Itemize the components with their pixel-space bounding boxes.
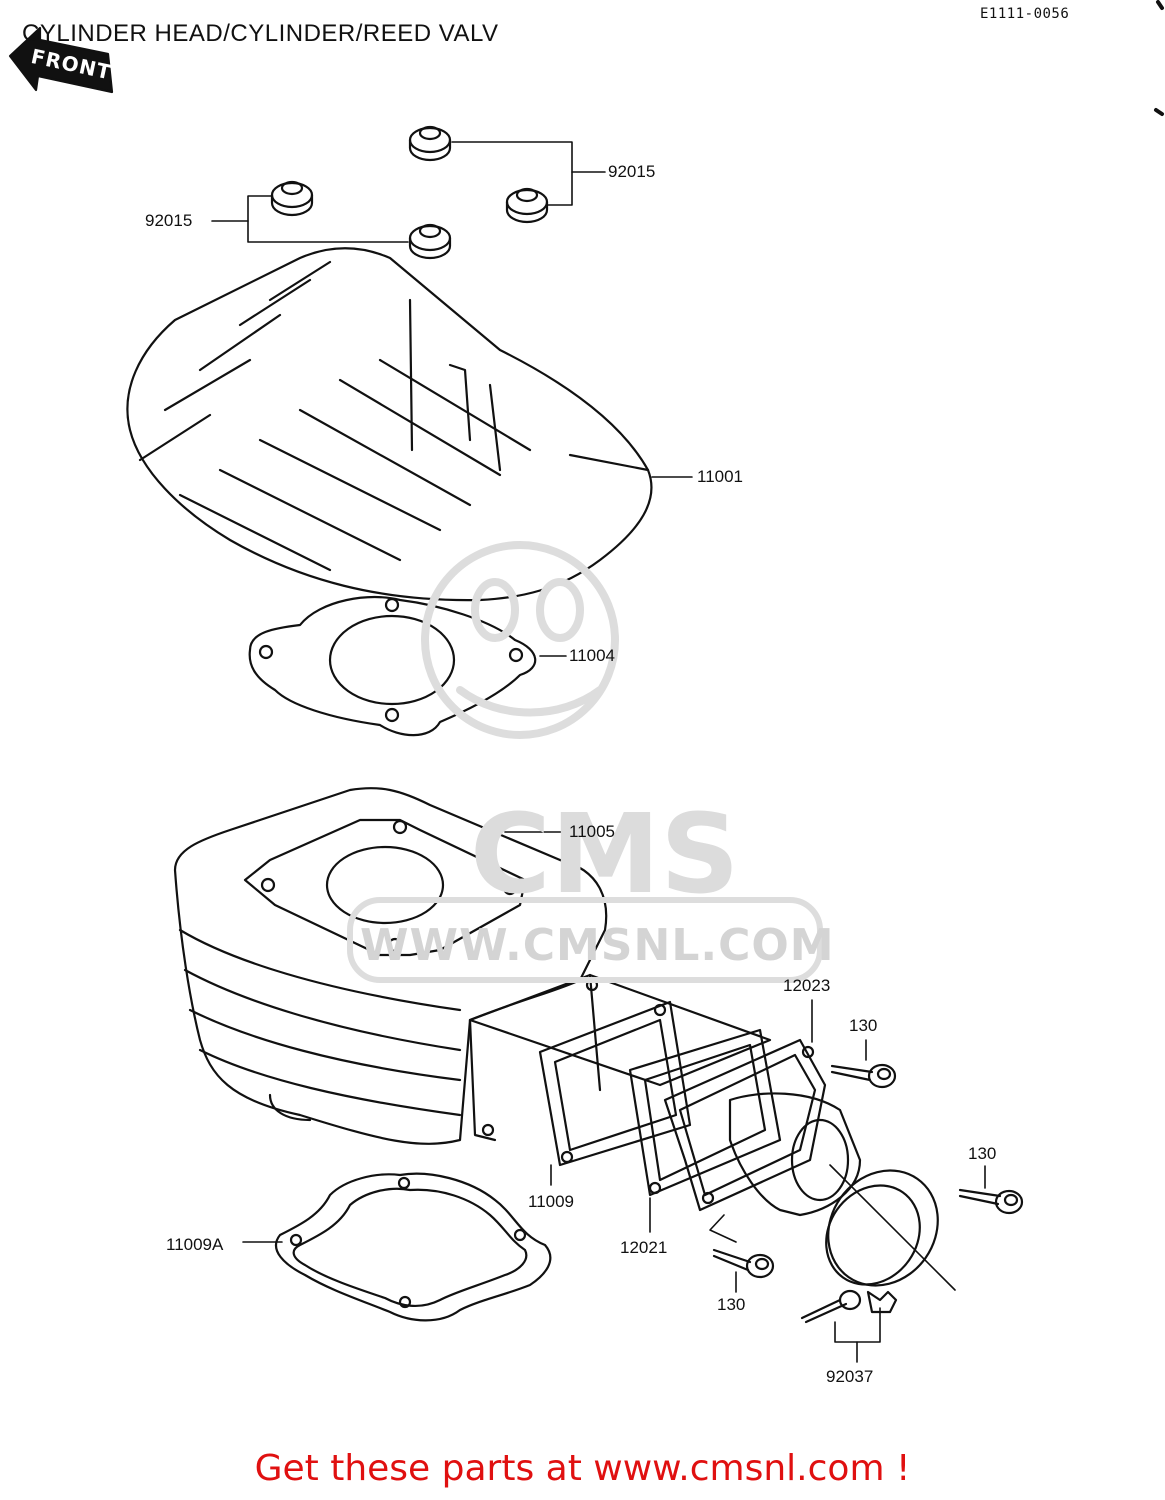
- callout-cylinder[interactable]: 11005: [569, 822, 616, 841]
- callout-bolt-top[interactable]: 130: [849, 1016, 878, 1035]
- nut-icon: [408, 125, 452, 162]
- bolt-icon: [800, 1289, 862, 1324]
- watermark-logo: CMS: [470, 790, 740, 918]
- cylinder-head-shape: [126, 247, 653, 602]
- callout-bolt-bottom[interactable]: 130: [717, 1295, 746, 1314]
- nut-icon: [270, 180, 314, 217]
- callout-head-gasket[interactable]: 11004: [569, 646, 616, 665]
- callout-nut-left[interactable]: 92015: [145, 211, 193, 230]
- watermark-banner: [347, 897, 823, 983]
- nut-icon: [505, 187, 549, 224]
- callout-bolt-right[interactable]: 130: [968, 1144, 997, 1163]
- callout-reed-holder[interactable]: 12023: [783, 976, 831, 995]
- cta-link[interactable]: Get these parts at www.cmsnl.com !: [254, 1448, 911, 1489]
- callout-reed-valve[interactable]: 12021: [620, 1238, 668, 1257]
- diagram-code: E1111-0056: [980, 6, 1070, 22]
- nut-icon: [408, 223, 452, 260]
- watermark-mascot-icon: [421, 541, 619, 739]
- front-arrow-icon: [8, 26, 114, 94]
- bolt-icon: [712, 1248, 775, 1279]
- watermark-url: WWW.CMSNL.COM: [360, 920, 835, 971]
- callout-cylinder-head[interactable]: 11001: [697, 467, 744, 486]
- base-gasket-shape: [274, 1172, 552, 1322]
- reed-valve-shape: [468, 973, 862, 1217]
- callout-clamp[interactable]: 92037: [826, 1367, 874, 1386]
- page-title: CYLINDER HEAD/CYLINDER/REED VALV: [22, 20, 499, 47]
- callout-base-gasket[interactable]: 11009A: [166, 1235, 224, 1254]
- head-gasket-shape: [248, 595, 537, 737]
- clamp-shape: [825, 1164, 956, 1314]
- callout-reed-gasket[interactable]: 11009: [528, 1192, 575, 1211]
- bolt-icon: [830, 1063, 897, 1089]
- bolt-icon: [958, 1188, 1024, 1215]
- callout-nut-right[interactable]: 92015: [608, 162, 656, 181]
